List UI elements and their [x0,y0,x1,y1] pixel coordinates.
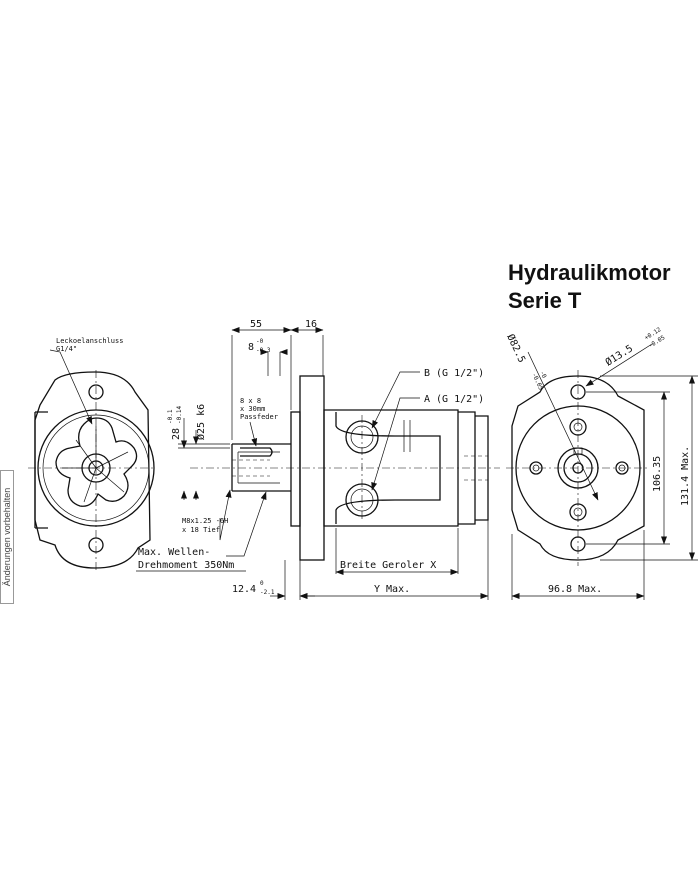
port-b-label: B (G 1/2") [424,368,484,379]
y-max-label: Y Max. [374,584,410,595]
side-note-box: Änderungen vorbehalten [0,470,14,604]
gerotor-width-label: Breite Geroler X [340,560,436,571]
keyway-tol-upper: -0 [256,338,264,345]
port-a-label: A (G 1/2") [424,394,484,405]
key-size-line2: x 30mm [240,405,265,413]
shaft-diameter: Ø25 k6 [195,404,207,440]
keyway-tol-lower: -0.3 [256,347,271,354]
dim-12-4: 12.4 [232,584,256,595]
side-view: 55 16 8 -0 -0.3 8 x 8 x 30mm Passfeder 2… [136,319,500,600]
dim-55: 55 [250,319,262,330]
dim-96-8: 96.8 Max. [548,584,602,595]
dim-131-4: 131.4 Max. [680,446,691,506]
dim-16: 16 [305,319,317,330]
torque-line1: Max. Wellen- [138,547,210,558]
dim-12-4-tol-lower: -2.1 [260,589,275,596]
pilot-diameter: Ø82.5 [504,332,528,364]
rear-view: Ø82.5 -0 -0.05 Ø13.5 +0.12 -0.05 106.35 … [504,326,698,600]
key-size-line1: 8 x 8 [240,397,261,405]
dim-28-tol-lower: -0.14 [176,406,183,424]
thread-line1: M8x1.25 -6H [182,517,228,525]
key-size-line3: Passfeder [240,413,278,421]
dim-28-tol-upper: -0.1 [167,409,174,424]
torque-line2: Drehmoment 350Nm [138,560,234,571]
dim-12-4-tol-upper: 0 [260,580,264,587]
keyway-width-8: 8 [248,342,254,353]
pilot-tol-upper: -0 [538,370,548,380]
drawing-title-line1: Hydraulikmotor [508,260,671,285]
thread-line2: x 18 Tief [182,526,220,534]
leak-port-label: Leckoelanschluss [56,337,123,345]
dim-28: 28 [171,428,182,440]
front-view: Leckoelanschluss G1/4" [28,337,156,572]
leak-port-thread: G1/4" [56,345,77,353]
drawing-title-line2: Serie T [508,288,582,313]
dim-106-35: 106.35 [652,456,663,492]
